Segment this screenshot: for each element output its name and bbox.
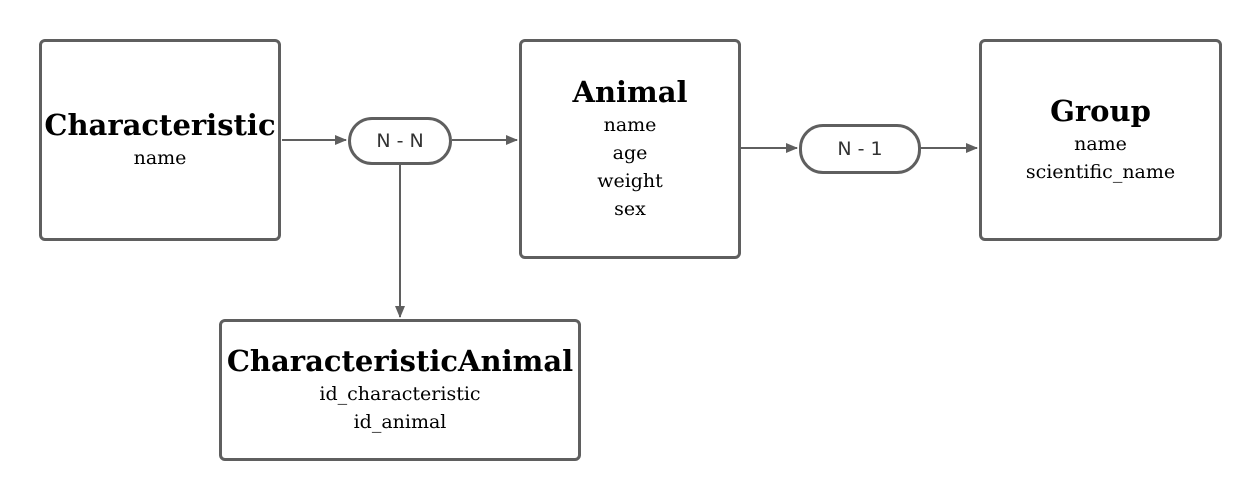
relation-n-n[interactable]: N - N [348, 117, 452, 165]
attribute-scientific-name: scientific_name [1025, 161, 1176, 183]
entity-animal-attributes: name age weight sex [597, 111, 663, 223]
attribute-name: name [133, 147, 187, 169]
entity-characteristic-animal-attributes: id_characteristic id_animal [319, 380, 480, 436]
entity-group-title: Group [1050, 94, 1151, 128]
entity-animal-title: Animal [572, 75, 688, 109]
attribute-name: name [603, 114, 657, 136]
entity-animal[interactable]: Animal name age weight sex [519, 39, 741, 259]
relation-n-1[interactable]: N - 1 [799, 124, 921, 174]
attribute-sex: sex [614, 198, 646, 220]
attribute-weight: weight [597, 170, 663, 192]
entity-characteristic-animal-title: CharacteristicAnimal [226, 344, 574, 378]
attribute-id-characteristic: id_characteristic [319, 383, 481, 405]
entity-characteristic-attributes: name [134, 144, 187, 172]
entity-characteristic-animal[interactable]: CharacteristicAnimal id_characteristic i… [219, 319, 581, 461]
entity-group-attributes: name scientific_name [1026, 130, 1175, 186]
entity-characteristic[interactable]: Characteristic name [39, 39, 281, 241]
entity-group[interactable]: Group name scientific_name [979, 39, 1222, 241]
attribute-id-animal: id_animal [353, 411, 447, 433]
entity-characteristic-title: Characteristic [44, 108, 276, 142]
attribute-age: age [612, 142, 648, 164]
attribute-name: name [1074, 133, 1127, 155]
